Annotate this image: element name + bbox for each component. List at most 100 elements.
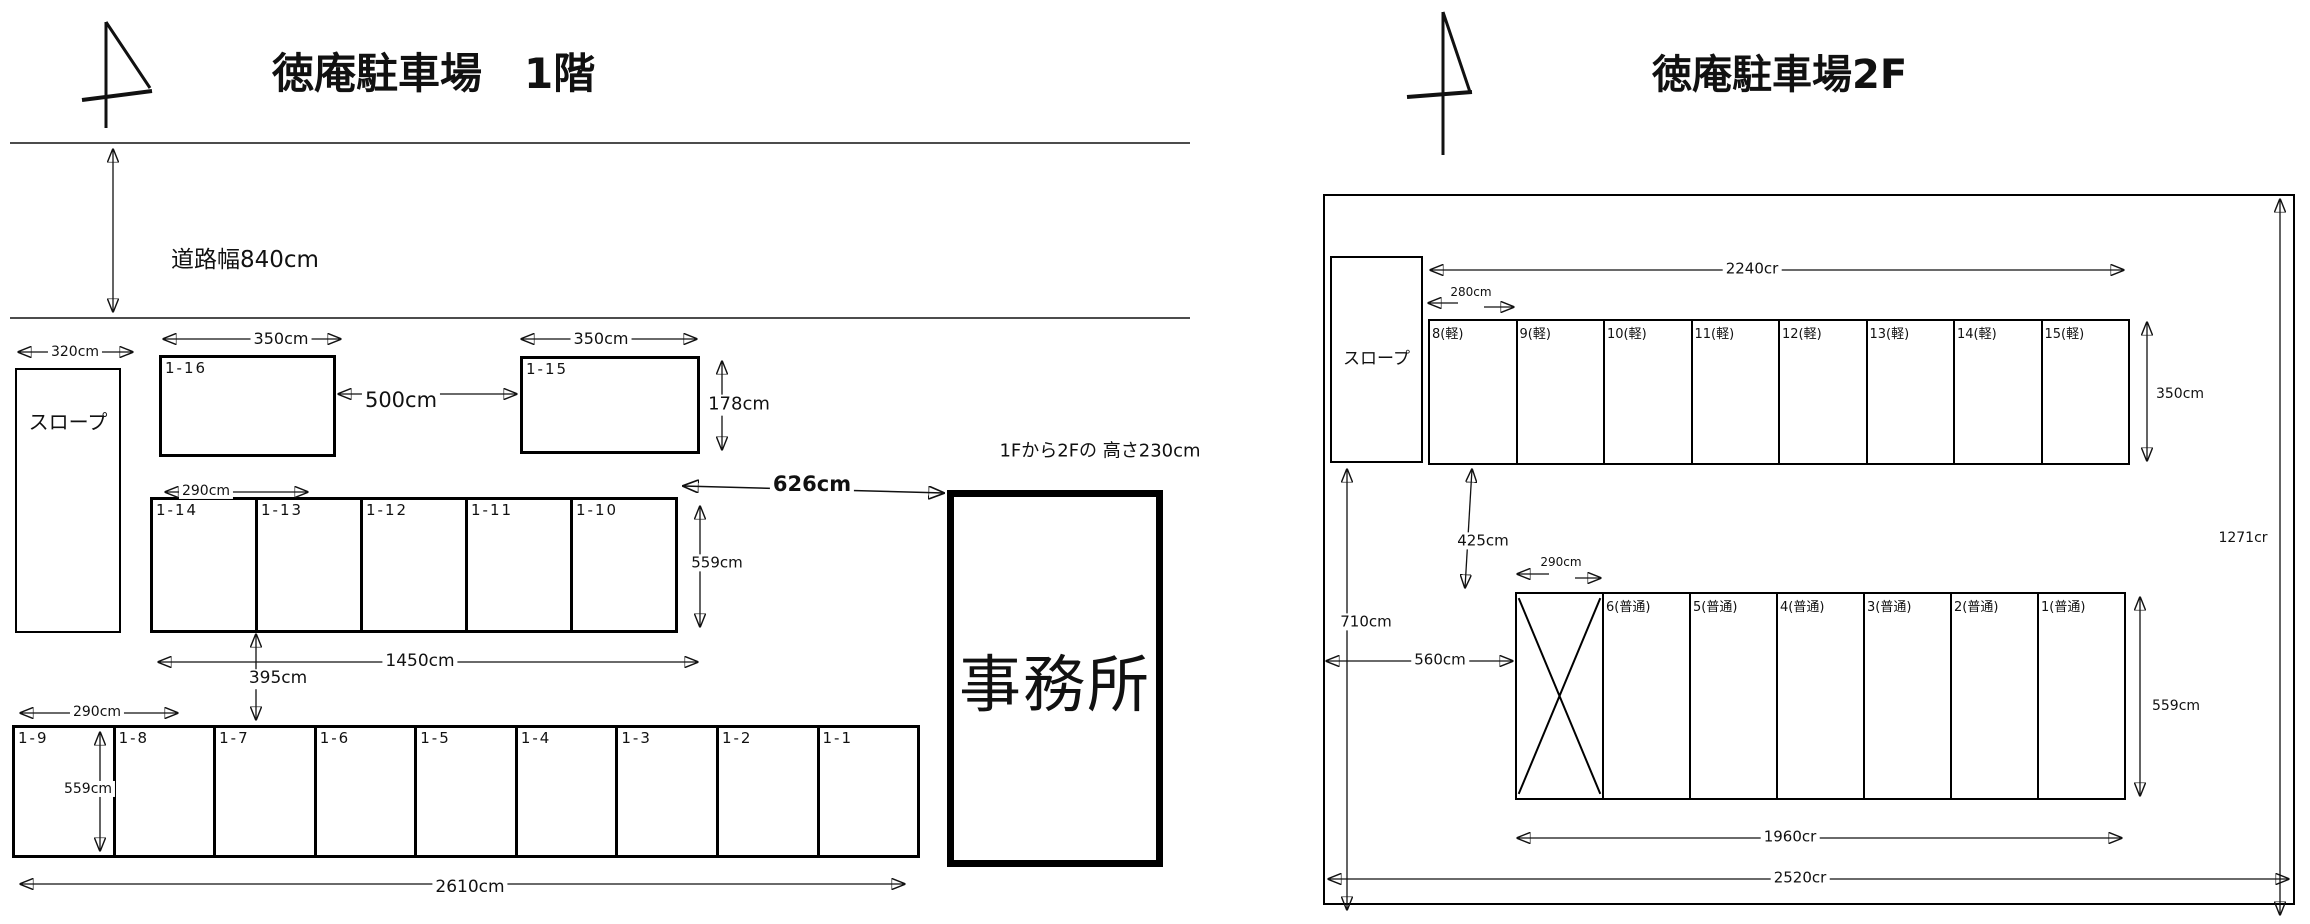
spot-1-15: 1-15 — [520, 356, 700, 454]
spot-1-16: 1-16 — [159, 355, 336, 457]
floor2-dimension-arrows — [1326, 199, 2289, 915]
spot-label: 1-10 — [576, 501, 619, 519]
parking-spot: 2(普通) — [1952, 594, 2039, 798]
spot-label: 1-8 — [118, 729, 150, 747]
spot-label: 11(軽) — [1694, 327, 1735, 342]
spot-label: 3(普通) — [1867, 600, 1912, 615]
dim-1450cm: 1450cm — [382, 652, 458, 672]
parking-spot: 9(軽) — [1518, 321, 1605, 463]
office-box: 事務所 — [947, 490, 1163, 867]
parking-spot: 5(普通) — [1691, 594, 1778, 798]
parking-spot: 1-12 — [363, 500, 468, 630]
dim-350cm-left: 350cm — [250, 329, 312, 349]
parking-spot: 15(軽) — [2043, 321, 2129, 463]
parking-spot: 1-14 — [153, 500, 258, 630]
parking-spot: 1-10 — [573, 500, 675, 630]
parking-spot: 1-3 — [618, 728, 719, 855]
spot-label: 1-5 — [420, 729, 451, 747]
slope-box-1f: スロープ — [15, 368, 121, 633]
north-arrow-icon — [1406, 11, 1473, 155]
parking-spot: 1-11 — [468, 500, 573, 630]
spot-label: 1-12 — [366, 501, 409, 519]
row-1-14-to-1-10: 1-14 1-13 1-12 1-11 1-10 — [150, 497, 678, 633]
dim-2240: 2240cr — [1722, 260, 1782, 278]
parking-spot: 14(軽) — [1955, 321, 2043, 463]
dim-626cm: 626cm — [769, 471, 855, 497]
dim-1960: 1960cr — [1760, 828, 1820, 846]
spot-label: 13(軽) — [1869, 327, 1910, 342]
office-label: 事務所 — [958, 647, 1151, 721]
spot-label: 9(軽) — [1519, 327, 1551, 342]
parking-spot: 1-6 — [317, 728, 418, 855]
spot-label: 1-15 — [526, 360, 569, 378]
north-arrow-icon — [81, 21, 153, 128]
floor1-title: 徳庵駐車場 1階 — [272, 49, 596, 98]
dim-350cm-right: 350cm — [570, 329, 632, 349]
spot-label: 1-6 — [319, 729, 351, 747]
slope-label-1f: スロープ — [28, 410, 108, 434]
spot-label: 6(普通) — [1606, 600, 1651, 615]
dim-560cm: 560cm — [1411, 651, 1469, 669]
spot-label: 10(軽) — [1607, 327, 1647, 342]
row-futsu-spots: 6(普通) 5(普通) 4(普通) 3(普通) 2(普通) 1(普通) — [1515, 592, 2126, 800]
parking-spot: 13(軽) — [1868, 321, 1955, 463]
dim-290cm-mid: 290cm — [178, 482, 234, 500]
dim-710cm: 710cm — [1337, 613, 1395, 631]
parking-spot: 1-7 — [216, 728, 317, 855]
parking-spot: 11(軽) — [1693, 321, 1780, 463]
parking-spot: 1-2 — [719, 728, 820, 855]
spot-label: 1-3 — [621, 729, 652, 747]
spot-label: 12(軽) — [1782, 327, 1822, 342]
dim-178cm: 178cm — [705, 394, 773, 416]
parking-spot: 3(普通) — [1865, 594, 1952, 798]
dim-395cm: 395cm — [245, 669, 311, 689]
spot-label: 1-4 — [520, 729, 552, 747]
spot-label: 1-16 — [165, 359, 208, 377]
parking-spot: 1(普通) — [2039, 594, 2124, 798]
dim-559cm-bottom: 559cm — [60, 780, 116, 798]
office-height-note: 1Fから2Fの 高さ230cm — [999, 440, 1201, 462]
dim-559cm-mid: 559cm — [688, 554, 746, 572]
row-kei-spots: 8(軽) 9(軽) 10(軽) 11(軽) 12(軽) 13(軽) 14(軽) 15(軽) — [1428, 319, 2130, 465]
spot-label: 1-14 — [156, 501, 199, 519]
spot-label: 15(軽) — [2044, 327, 2085, 342]
spot-label: 1-1 — [822, 729, 853, 747]
dim-2520: 2520cr — [1770, 869, 1830, 887]
spot-label: 1(普通) — [2041, 600, 2086, 615]
parking-spot: 8(軽) — [1430, 321, 1518, 463]
spot-label: 1-9 — [18, 729, 49, 747]
spot-label: 2(普通) — [1954, 600, 1999, 615]
dim-1271: 1271cr — [2215, 529, 2271, 547]
dim-350cm-2f: 350cm — [2152, 385, 2208, 403]
parking-spot: 12(軽) — [1780, 321, 1868, 463]
spot-label: 14(軽) — [1957, 327, 1997, 342]
spot-label: 1-11 — [471, 501, 514, 519]
parking-spot: 1-13 — [258, 500, 363, 630]
dim-559cm-2f: 559cm — [2148, 697, 2204, 715]
spot-label: 5(普通) — [1693, 600, 1738, 615]
parking-spot: 6(普通) — [1604, 594, 1691, 798]
spot-label: 4(普通) — [1780, 600, 1825, 615]
slope-label-2f: スロープ — [1343, 349, 1410, 369]
road-width-label: 道路幅840cm — [171, 246, 319, 273]
spot-label: 8(軽) — [1432, 327, 1464, 342]
spot-label: 1-13 — [261, 501, 304, 519]
parking-spot: 1-4 — [518, 728, 619, 855]
parking-spot: 1-8 — [116, 728, 217, 855]
dim-290cm-2f: 290cm — [1540, 555, 1582, 570]
dim-500cm: 500cm — [361, 387, 441, 413]
parking-spot — [1517, 594, 1604, 798]
dim-280cm: 280cm — [1450, 285, 1492, 300]
floor1-dimension-arrows — [18, 149, 944, 884]
crossed-out-icon — [1517, 594, 1602, 798]
dim-425cm: 425cm — [1454, 532, 1512, 550]
dim-2610cm: 2610cm — [432, 878, 508, 898]
spot-label: 1-7 — [219, 729, 250, 747]
parking-spot: 1-5 — [417, 728, 518, 855]
parking-spot: 4(普通) — [1778, 594, 1865, 798]
road-lines — [10, 142, 1190, 319]
dim-320cm: 320cm — [47, 343, 103, 361]
slope-box-2f: スロープ — [1330, 256, 1423, 463]
